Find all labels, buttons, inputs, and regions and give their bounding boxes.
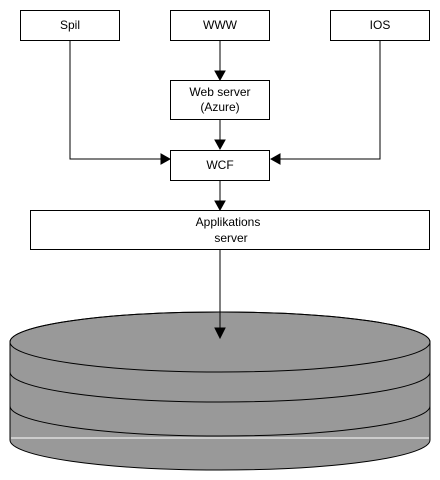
node-spil-label: Spil xyxy=(60,18,80,32)
connector-spil-wcf xyxy=(69,41,162,160)
database-layer-line-1 xyxy=(9,371,431,403)
node-www-box xyxy=(170,10,270,41)
node-web-server[interactable]: Web server (Azure) xyxy=(170,80,270,120)
connectors xyxy=(69,41,381,340)
arrowhead-www-webserver xyxy=(214,70,226,82)
node-spil[interactable]: Spil xyxy=(20,10,120,41)
arrowhead-wcf-appserver xyxy=(214,200,226,212)
node-app-server-label-line-1: Applikations xyxy=(196,215,261,229)
node-app-server[interactable]: Applikations server xyxy=(30,210,430,250)
node-app-server-box xyxy=(30,210,430,250)
node-ios-label: IOS xyxy=(370,18,391,32)
arrowhead-ios-wcf xyxy=(269,153,281,165)
node-ios[interactable]: IOS xyxy=(330,10,430,41)
arrowhead-webserver-wcf xyxy=(214,139,226,151)
node-web-server-label-line-1: Web server xyxy=(189,85,250,99)
node-ios-box xyxy=(330,10,430,41)
node-wcf-box xyxy=(170,150,270,181)
node-www-label: WWW xyxy=(203,18,238,32)
node-web-server-label-line-2: (Azure) xyxy=(200,100,239,114)
node-wcf-label: WCF xyxy=(206,158,233,172)
node-web-server-box xyxy=(170,80,270,120)
node-wcf[interactable]: WCF xyxy=(170,150,270,181)
node-app-server-label-line-2: server xyxy=(214,231,247,245)
node-www[interactable]: WWW xyxy=(170,10,270,41)
arrowhead-spil-wcf xyxy=(160,153,172,165)
arrowhead-appserver-database xyxy=(214,327,226,340)
connector-ios-wcf xyxy=(279,41,381,160)
node-spil-box xyxy=(20,10,120,41)
database-layer-line-2 xyxy=(9,405,431,437)
